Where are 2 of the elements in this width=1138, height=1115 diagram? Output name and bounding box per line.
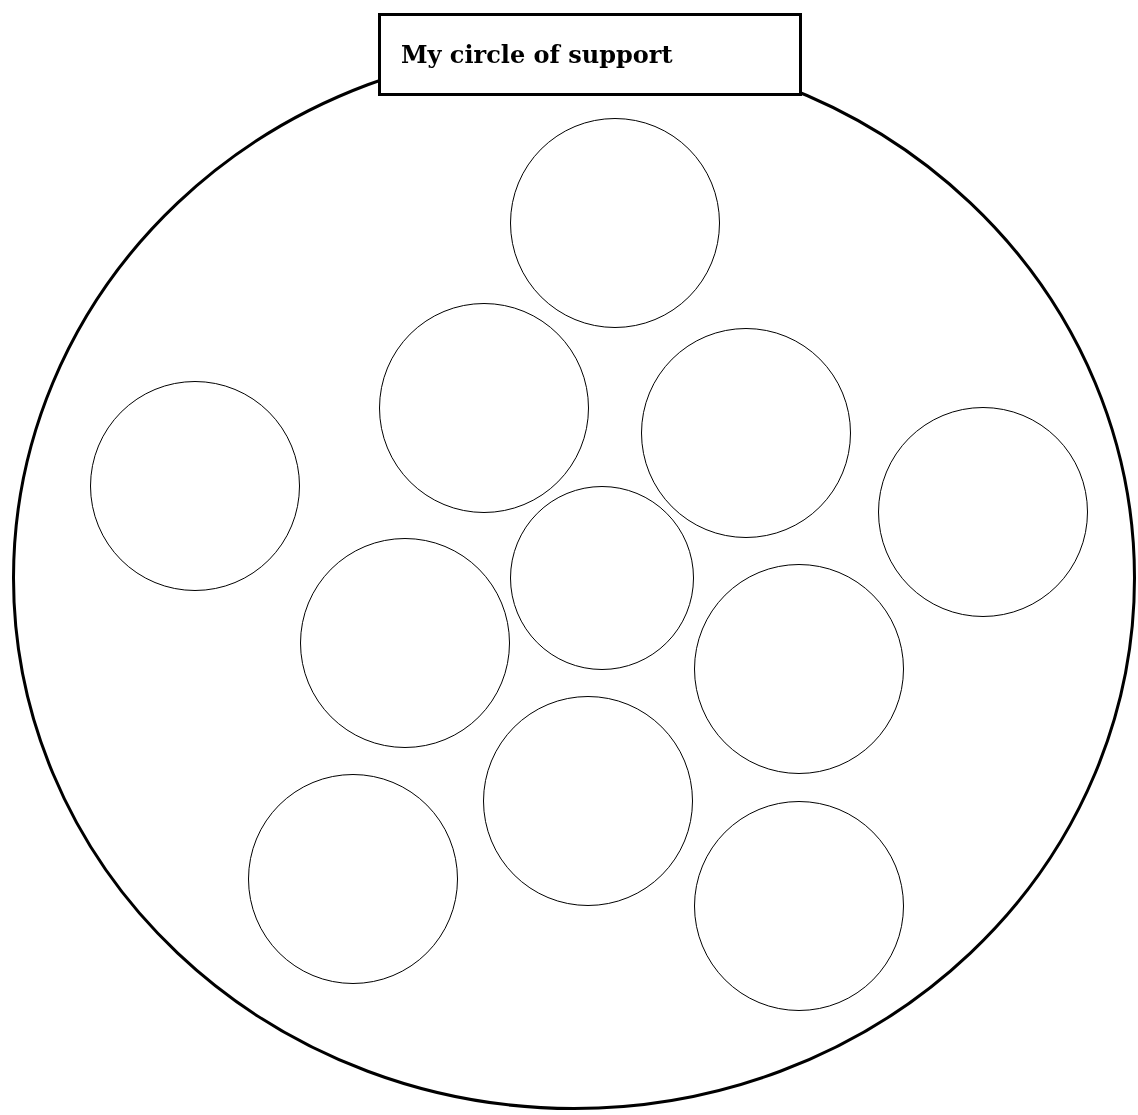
title-box	[378, 13, 802, 96]
heading-text: My circle of support	[401, 40, 673, 69]
